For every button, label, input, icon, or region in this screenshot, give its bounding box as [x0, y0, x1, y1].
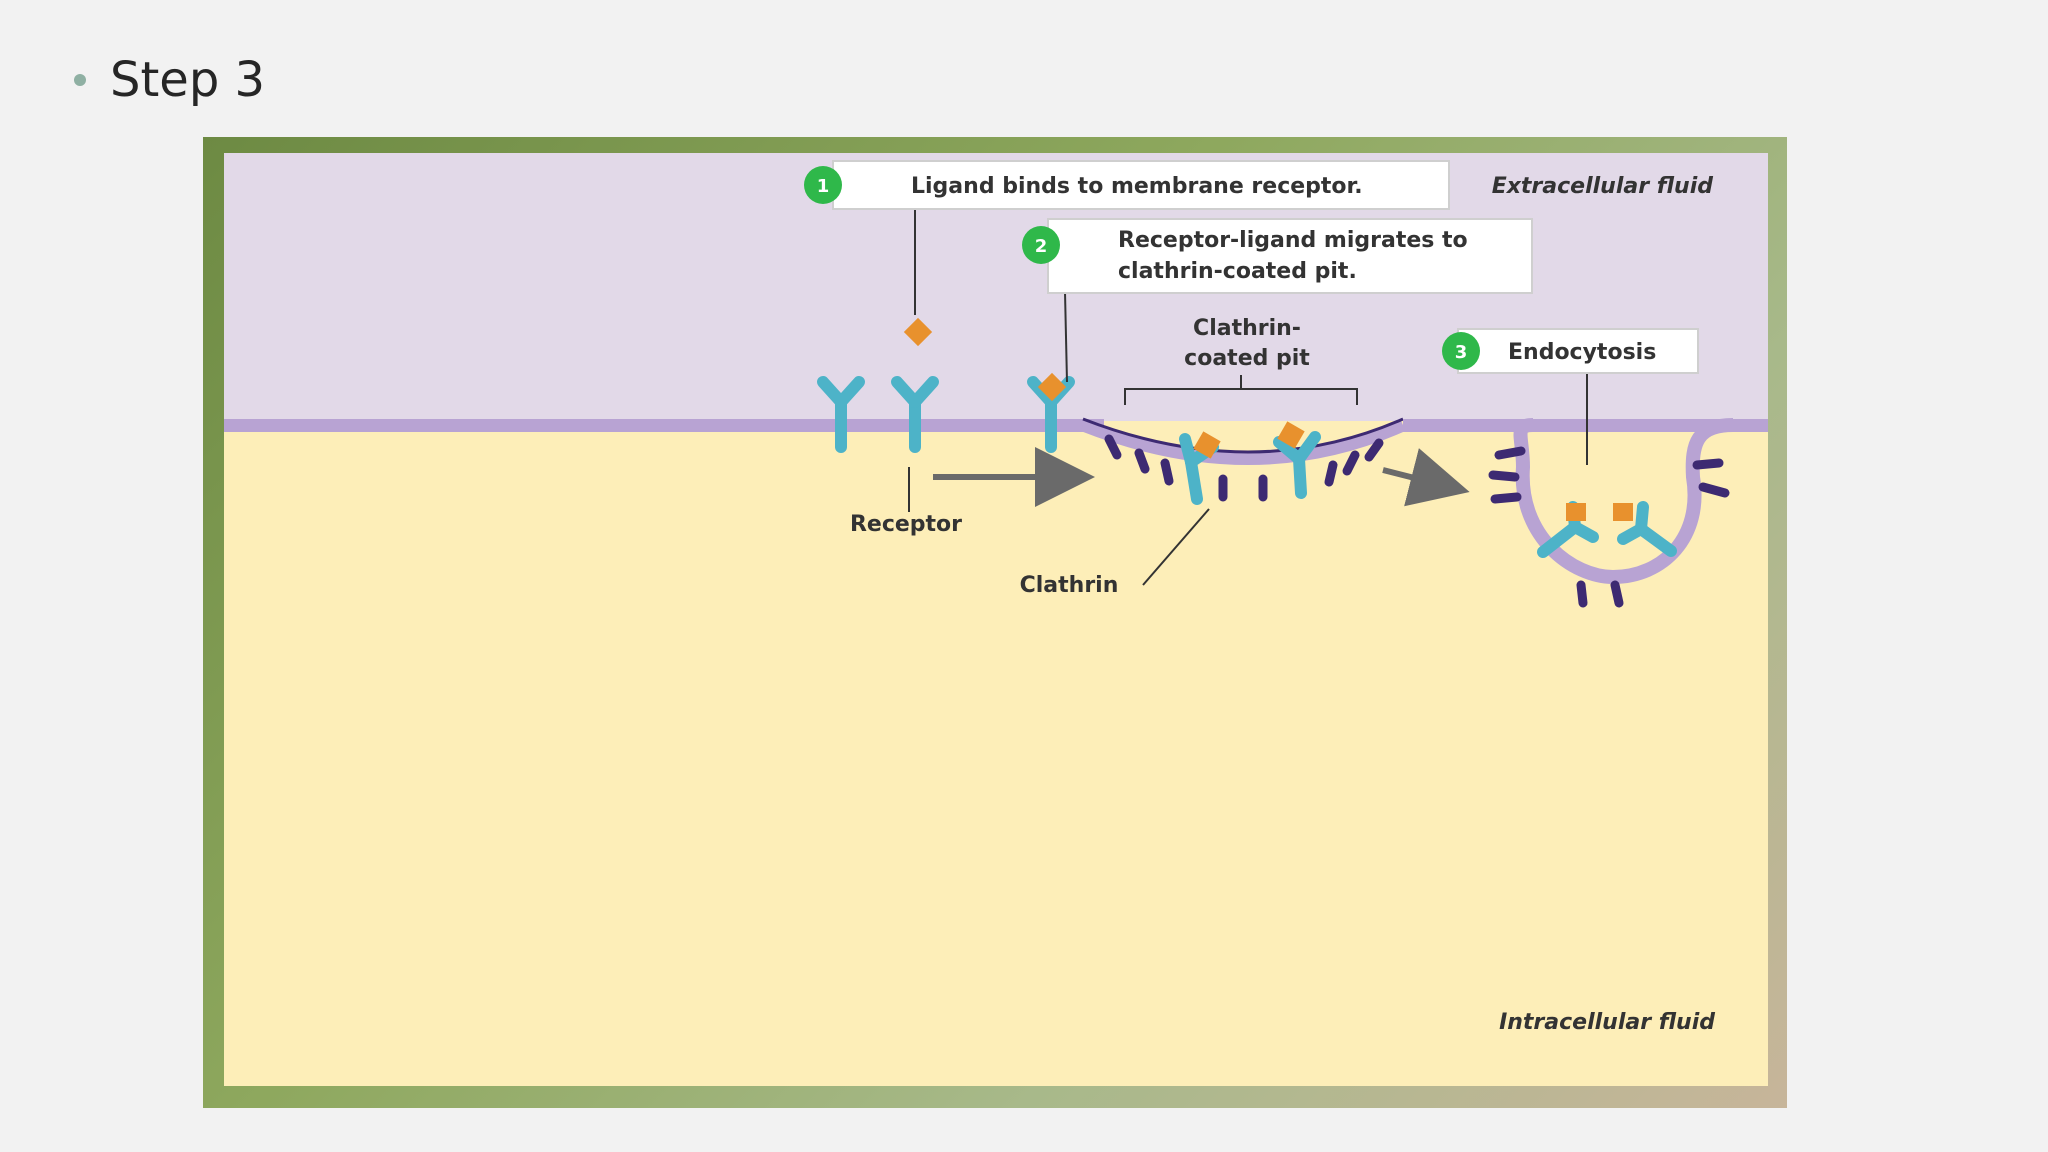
coated-pit-label-line-1: Clathrin-: [1193, 316, 1301, 341]
step-2-callout: 2 Receptor-ligand migrates to clathrin-c…: [1022, 218, 1533, 294]
step-2-text-line-2: clathrin-coated pit.: [1118, 259, 1357, 284]
step-2-text-line-1: Receptor-ligand migrates to: [1118, 228, 1468, 253]
clathrin-coat-pit: [1104, 434, 1384, 502]
step-3-text: Endocytosis: [1508, 340, 1656, 365]
ligand-vesicle-2: [1613, 503, 1633, 521]
endocytic-vesicle: [1513, 418, 1734, 585]
coated-pit-label-line-2: coated pit: [1184, 346, 1310, 371]
step-2-number: 2: [1035, 236, 1048, 257]
coated-pit-membrane: [1080, 418, 1406, 465]
diagram-frame: 1 Ligand binds to membrane receptor. 2 R…: [203, 137, 1787, 1108]
step-3-callout: 3 Endocytosis: [1442, 328, 1699, 374]
step-1-callout: 1 Ligand binds to membrane receptor.: [804, 160, 1450, 210]
step-1-text: Ligand binds to membrane receptor.: [911, 174, 1363, 199]
step-3-badge-icon: [1442, 332, 1480, 370]
step-2-badge-icon: [1022, 226, 1060, 264]
receptor-pit-2: [1273, 431, 1321, 499]
clathrin-label: Clathrin: [1020, 573, 1119, 598]
step-1-badge-icon: [804, 166, 842, 204]
receptor-vesicle-2: [1617, 501, 1677, 557]
ligand-vesicle-1: [1566, 503, 1586, 521]
step-1-number: 1: [817, 176, 830, 197]
receptor-label: Receptor: [850, 512, 962, 537]
ligand-pit-1: [1193, 431, 1221, 459]
ligand-pit-2: [1277, 421, 1305, 449]
endocytosis-diagram: 1 Ligand binds to membrane receptor. 2 R…: [224, 153, 1768, 1086]
plasma-membrane: [224, 419, 1104, 432]
slide-bullet: Step 3: [74, 52, 265, 108]
intracellular-region: [224, 421, 1768, 1086]
endocytosis-arrow: [1382, 448, 1470, 507]
intracellular-label: Intracellular fluid: [1499, 1010, 1715, 1035]
ligand-free: [903, 317, 933, 347]
slide-bullet-text: Step 3: [110, 52, 266, 108]
ligand-bound: [1037, 372, 1067, 402]
extracellular-label: Extracellular fluid: [1492, 174, 1714, 199]
leader-lines: [908, 209, 1588, 586]
step-3-number: 3: [1455, 342, 1468, 363]
bullet-dot-icon: [74, 74, 86, 86]
receptor-left-1: [817, 376, 865, 453]
receptor-left-2: [891, 376, 939, 453]
clathrin-coat-vesicle: [1488, 446, 1730, 608]
